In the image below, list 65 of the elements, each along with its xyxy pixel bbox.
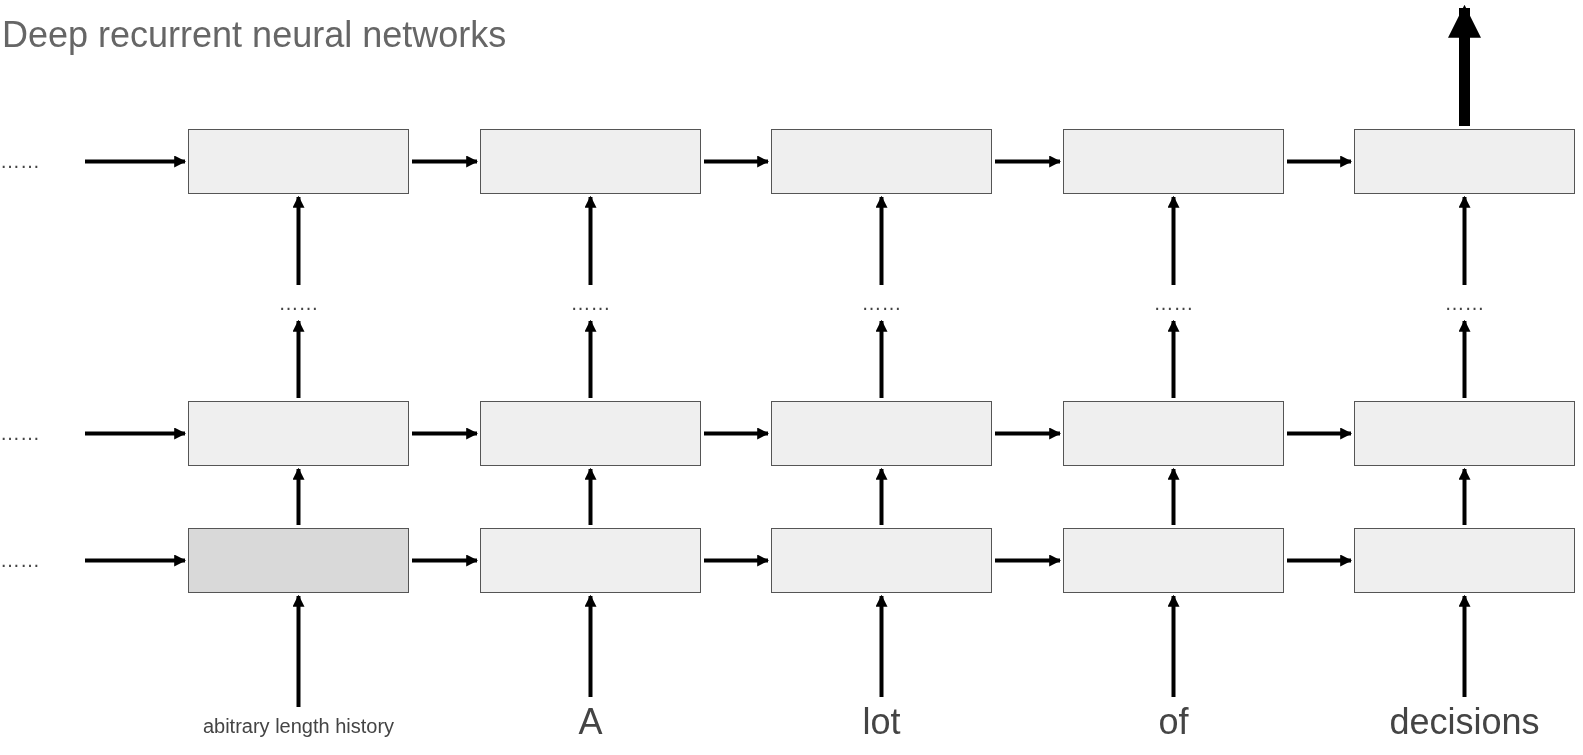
arrow <box>704 155 770 168</box>
arrow <box>584 319 597 398</box>
input-word: of <box>1158 701 1189 743</box>
output-arrow <box>1448 4 1481 126</box>
arrow <box>995 554 1062 567</box>
ellipsis-text: …… <box>570 291 611 315</box>
arrow <box>292 467 305 525</box>
arrow <box>1458 319 1471 398</box>
rnn-cell-box <box>1063 528 1284 593</box>
arrow <box>412 554 479 567</box>
arrow <box>412 155 479 168</box>
ellipsis-text: …… <box>1153 291 1194 315</box>
arrow <box>584 467 597 525</box>
rnn-cell-box <box>1063 401 1284 466</box>
arrow <box>704 427 770 440</box>
arrow <box>1287 155 1353 168</box>
arrow <box>85 554 187 567</box>
input-word: A <box>578 701 603 743</box>
arrow <box>292 594 305 707</box>
arrow <box>995 427 1062 440</box>
arrow <box>1458 467 1471 525</box>
rnn-cell-box <box>771 401 992 466</box>
arrow <box>1167 467 1180 525</box>
arrow <box>875 195 888 285</box>
rnn-cell-box <box>1354 528 1575 593</box>
arrow <box>875 594 888 697</box>
arrow <box>875 319 888 398</box>
input-word: abitrary length history <box>202 714 395 738</box>
ellipsis-text: …… <box>861 291 902 315</box>
ellipsis-text: …… <box>0 422 40 445</box>
rnn-cell-box <box>480 528 701 593</box>
arrow <box>1287 427 1353 440</box>
ellipsis-text: …… <box>0 150 40 173</box>
arrow <box>292 319 305 398</box>
arrow <box>584 195 597 285</box>
arrow <box>1167 195 1180 285</box>
arrow <box>85 427 187 440</box>
arrow <box>1287 554 1353 567</box>
arrow <box>584 594 597 697</box>
rnn-cell-box <box>188 401 409 466</box>
input-word: decisions <box>1389 701 1540 743</box>
arrow <box>85 155 187 168</box>
rnn-cell-box <box>480 129 701 194</box>
rnn-cell-box <box>480 401 701 466</box>
ellipsis-text: …… <box>1444 291 1485 315</box>
ellipsis-text: …… <box>0 549 40 572</box>
diagram-title: Deep recurrent neural networks <box>2 14 507 56</box>
arrow <box>1458 594 1471 697</box>
arrow <box>1167 594 1180 697</box>
rnn-cell-box <box>1063 129 1284 194</box>
ellipsis-text: …… <box>278 291 319 315</box>
rnn-cell-box <box>188 129 409 194</box>
rnn-cell-box <box>771 129 992 194</box>
rnn-cell-box <box>771 528 992 593</box>
arrow <box>412 427 479 440</box>
arrow <box>704 554 770 567</box>
arrow <box>995 155 1062 168</box>
rnn-cell-box <box>1354 129 1575 194</box>
input-word: lot <box>862 701 901 743</box>
arrow <box>875 467 888 525</box>
arrow <box>1458 195 1471 285</box>
arrow <box>1167 319 1180 398</box>
rnn-cell-box <box>188 528 409 593</box>
rnn-cell-box <box>1354 401 1575 466</box>
arrow <box>292 195 305 285</box>
